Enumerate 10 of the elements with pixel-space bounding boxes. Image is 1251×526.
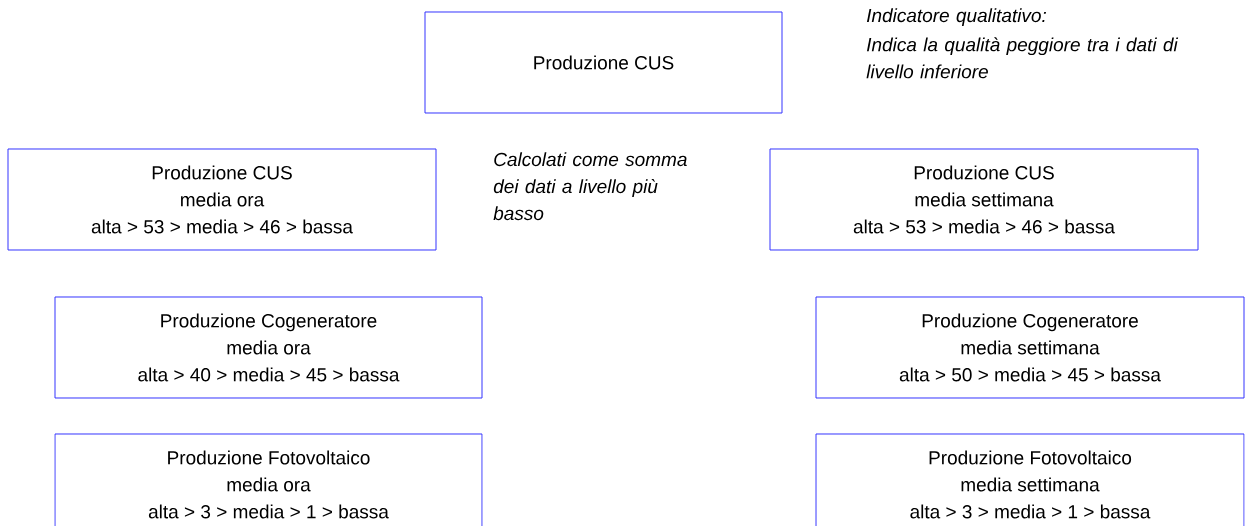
note-text: Indicatore qualitativo: bbox=[866, 8, 1046, 26]
box: Produzione Fotovoltaico media ora alta > 3 > media > 1 > bassa bbox=[54, 433, 483, 526]
box: Produzione Fotovoltaico media settimana alta > 3 > media > 1 > bassa bbox=[815, 433, 1245, 526]
box: Produzione Cogeneratore media settimana alta > 50 > media > 45 > bassa bbox=[815, 296, 1245, 399]
box: Produzione Cogeneratore media ora alta > 40 > media > 45 > bassa bbox=[54, 296, 483, 399]
box: Produzione CUS media settimana alta > 53 > media > 46 > bassa bbox=[769, 148, 1199, 251]
note-text: Indica la qualità peggiore tra i dati di livello inferiore bbox=[866, 37, 1179, 79]
note-text: Calcolati come somma dei dati a livello più basso bbox=[493, 152, 687, 221]
box: Produzione CUS bbox=[424, 11, 783, 114]
box: Produzione CUS media ora alta > 53 > media > 46 > bassa bbox=[7, 148, 437, 251]
